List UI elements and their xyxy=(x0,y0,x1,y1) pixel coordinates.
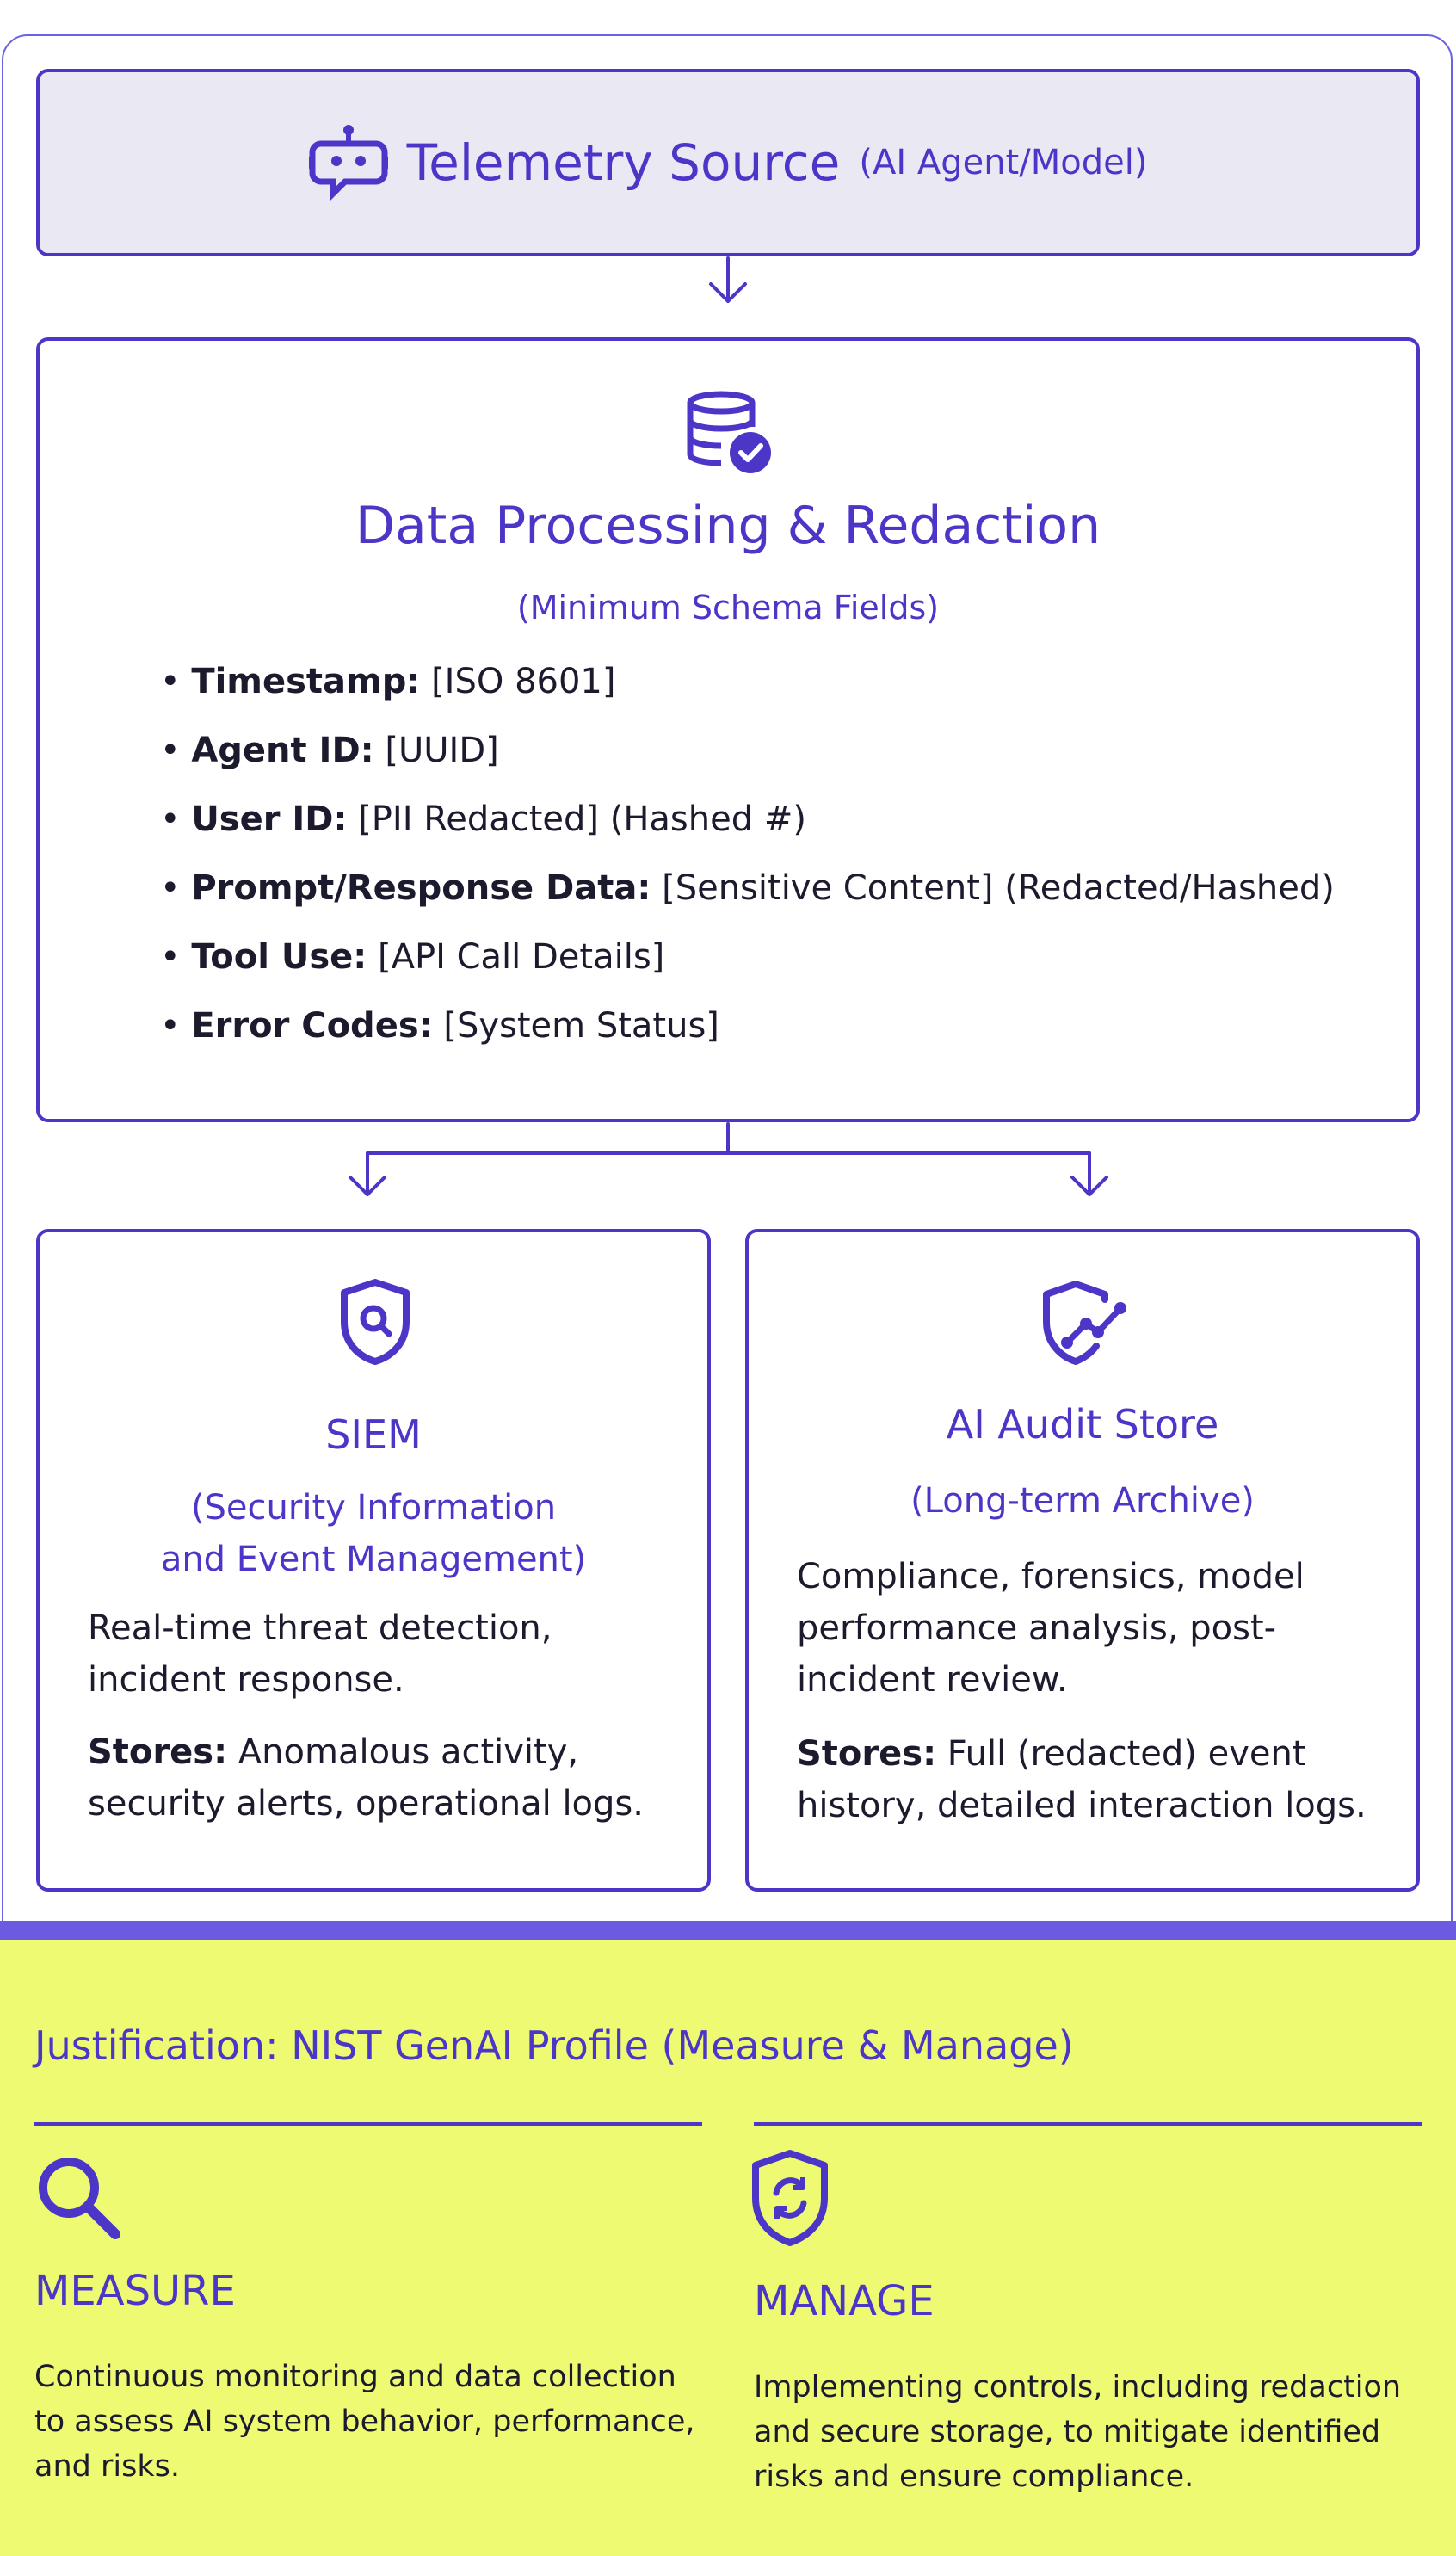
processing-title: Data Processing & Redaction xyxy=(355,496,1101,556)
source-subtitle: (AI Agent/Model) xyxy=(859,143,1148,182)
schema-field: • Prompt/Response Data: [Sensitive Conte… xyxy=(160,868,1335,908)
shield-search-icon xyxy=(339,1279,411,1368)
schema-field: • Agent ID: [UUID] xyxy=(160,731,499,770)
siem-subtitle-line1: (Security Information xyxy=(190,1488,557,1528)
schema-field: • Timestamp: [ISO 8601] xyxy=(160,662,616,701)
audit-subtitle: (Long-term Archive) xyxy=(910,1481,1255,1521)
source-title: Telemetry Source xyxy=(406,133,841,192)
measure-title: MEASURE xyxy=(34,2267,236,2315)
database-check-icon xyxy=(687,389,776,482)
schema-field: • User ID: [PII Redacted] (Hashed #) xyxy=(160,800,806,839)
shield-refresh-icon xyxy=(750,2150,830,2250)
robot-icon xyxy=(308,121,388,204)
justification-title: Justification: NIST GenAI Profile (Measu… xyxy=(34,2022,1074,2069)
siem-description: Real-time threat detection, incident res… xyxy=(88,1608,552,1700)
shield-graph-icon xyxy=(1041,1281,1131,1370)
audit-title: AI Audit Store xyxy=(946,1401,1219,1448)
schema-field-list: • Timestamp: [ISO 8601] • Agent ID: [UUI… xyxy=(160,647,1335,1060)
measure-description: Continuous monitoring and data collectio… xyxy=(34,2360,695,2484)
data-processing-box: Data Processing & Redaction (Minimum Sch… xyxy=(36,337,1420,1122)
siem-box: SIEM (Security Information and Event Man… xyxy=(36,1229,711,1892)
audit-description: Compliance, forensics, model performance… xyxy=(797,1557,1305,1700)
audit-stores: Stores: Full (redacted) event history, d… xyxy=(797,1734,1367,1825)
siem-subtitle-line2: and Event Management) xyxy=(160,1540,587,1579)
magnifier-icon xyxy=(34,2153,124,2246)
siem-title: SIEM xyxy=(325,1411,422,1458)
siem-stores: Stores: Anomalous activity, security ale… xyxy=(88,1732,644,1824)
measure-divider xyxy=(34,2122,702,2126)
justification-panel: Justification: NIST GenAI Profile (Measu… xyxy=(0,1921,1456,2556)
schema-field: • Error Codes: [System Status] xyxy=(160,1006,719,1046)
processing-subtitle: (Minimum Schema Fields) xyxy=(516,589,940,627)
connector-arrows xyxy=(349,256,1108,1196)
manage-title: MANAGE xyxy=(754,2277,935,2325)
schema-field: • Tool Use: [API Call Details] xyxy=(160,937,665,977)
audit-store-box: AI Audit Store (Long-term Archive) Compl… xyxy=(745,1229,1420,1892)
telemetry-source-box: Telemetry Source (AI Agent/Model) xyxy=(36,69,1420,256)
manage-divider xyxy=(754,2122,1422,2126)
manage-description: Implementing controls, including redacti… xyxy=(754,2370,1402,2494)
